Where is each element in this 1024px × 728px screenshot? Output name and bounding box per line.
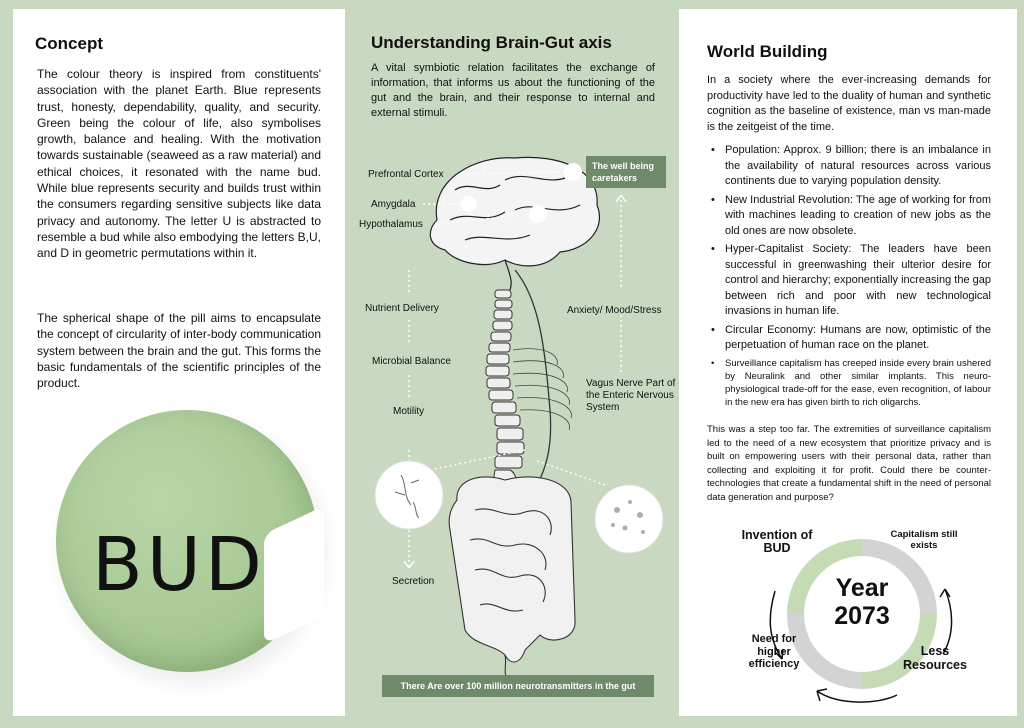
list-item: Population: Approx. 9 billion; there is …: [709, 143, 991, 190]
brain-gut-panel: Understanding Brain-Gut axis A vital sym…: [345, 0, 679, 728]
label-secretion: Secretion: [392, 576, 435, 587]
spine-icon: [485, 289, 525, 499]
brain-gut-intro: A vital symbiotic relation facilitates t…: [371, 62, 655, 119]
cycle-invention-of-bud: Invention of BUD: [741, 528, 813, 555]
cycle-year-label: Year: [835, 574, 889, 602]
pill-notch: [264, 506, 324, 644]
concept-paragraph-1: The colour theory is inspired from const…: [37, 67, 321, 261]
banner-well-being-caretakers: The well being caretakers: [586, 156, 666, 188]
amygdala-marker: [461, 196, 477, 212]
cycle-need-higher-efficiency: Need for higher efficiency: [748, 633, 800, 670]
cycle-capitalism-exists: Capitalism still exists: [890, 529, 958, 551]
cycle-arrow-bottom: [816, 690, 898, 703]
concept-paragraph-2: The spherical shape of the pill aims to …: [37, 311, 321, 391]
vagus-nerve-line: [514, 269, 552, 491]
label-microbial-balance: Microbial Balance: [372, 356, 451, 367]
list-item: Circular Economy: Humans are now, optimi…: [709, 323, 991, 354]
label-nutrient-delivery: Nutrient Delivery: [365, 303, 439, 314]
pill-illustration: BUD: [56, 410, 324, 672]
list-item: Surveillance capitalism has creeped insi…: [709, 357, 991, 409]
label-prefrontal-cortex: Prefrontal Cortex: [368, 169, 444, 180]
bud-logo: BUD: [92, 522, 266, 608]
brain-gut-anatomy-illustration: [374, 156, 664, 679]
list-item: Hyper-Capitalist Society: The leaders ha…: [709, 242, 991, 320]
cycle-diagram: [769, 539, 953, 703]
ribs-icon: [512, 348, 572, 431]
list-item: New Industrial Revolution: The age of wo…: [709, 193, 991, 240]
intestine-icon: [448, 476, 576, 679]
brain-gut-title: Understanding Brain-Gut axis: [371, 33, 612, 52]
world-building-title: World Building: [707, 42, 828, 61]
concept-title: Concept: [35, 34, 103, 53]
label-hypothalamus: Hypothalamus: [359, 219, 423, 230]
cycle-arrow-left: [769, 590, 783, 660]
world-building-outro: This was a step too far. The extremities…: [707, 424, 991, 503]
world-building-panel: World Building In a society where the ev…: [679, 9, 1017, 716]
world-building-list: Population: Approx. 9 billion; there is …: [709, 143, 991, 412]
prefrontal-marker: [564, 163, 582, 181]
banner-neurotransmitters: There Are over 100 million neurotransmit…: [382, 675, 654, 697]
microbe-left-icon: [374, 460, 444, 530]
cycle-year-value: 2073: [834, 602, 890, 630]
label-anxiety-mood-stress: Anxiety/ Mood/Stress: [567, 305, 662, 316]
cycle-less-resources: Less Resources: [903, 644, 967, 672]
microbe-right-icon: [594, 484, 664, 554]
cycle-arrow-right: [942, 588, 953, 655]
world-building-intro: In a society where the ever-increasing d…: [707, 74, 991, 133]
concept-panel: Concept The colour theory is inspired fr…: [13, 9, 345, 716]
label-amygdala: Amygdala: [371, 199, 416, 210]
label-motility: Motility: [393, 406, 425, 417]
label-vagus-nerve: Vagus Nerve Part of the Enteric Nervous …: [586, 378, 676, 413]
hypothalamus-marker: [529, 205, 547, 223]
